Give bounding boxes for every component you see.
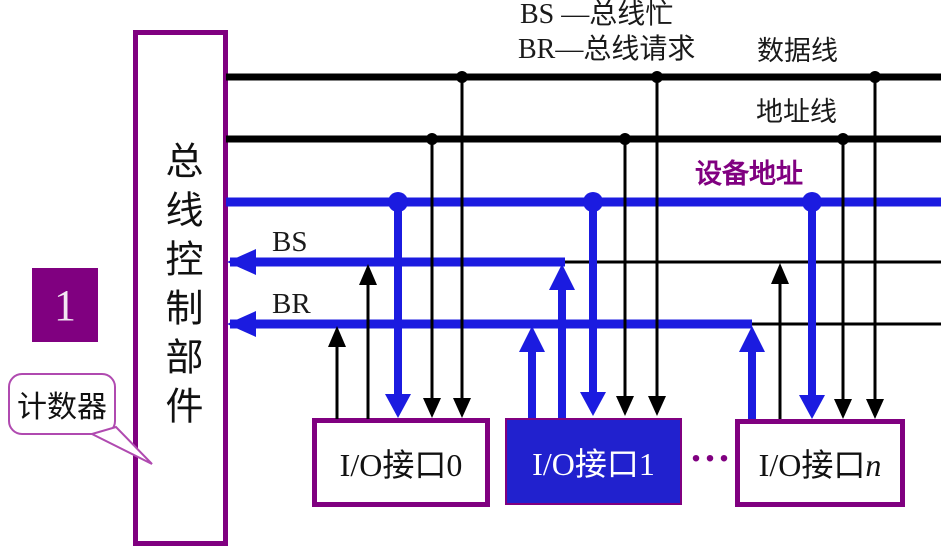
io1-address-down-arrowhead (616, 396, 634, 416)
io0-data-junction-dot (456, 71, 468, 83)
more-interfaces-ellipsis: ... (691, 425, 733, 470)
io1-data-junction-dot (651, 71, 663, 83)
address-bus-label: 地址线 (756, 97, 837, 127)
io-interface-n-box: I/O接口n (735, 419, 905, 507)
data-bus-label: 数据线 (757, 36, 838, 66)
io0-br-up-arrowhead (328, 326, 346, 347)
io0-device-address-junction-dot (388, 192, 408, 212)
io1-data-down-arrowhead (648, 396, 666, 416)
ion-device-address-junction-dot (802, 192, 822, 212)
bus-controller-box: 总线控制部件 (133, 30, 228, 546)
io0-data-down-arrowhead (453, 398, 471, 418)
ion-bs-up-arrowhead (771, 263, 789, 284)
io0-address-junction-dot (426, 133, 438, 145)
bs-signal-label: BS (272, 226, 308, 258)
io1-device-address-junction-dot (583, 192, 603, 212)
br-signal-label: BR (272, 288, 311, 320)
ion-device-address-down-arrowhead (799, 395, 825, 419)
io1-device-address-down-arrowhead (580, 392, 606, 416)
counter-callout: 计数器 (8, 373, 116, 435)
bs-arrowhead-to-controller (227, 249, 256, 275)
io1-br-up-arrowhead (519, 326, 545, 352)
legend-br: BR—总线请求 (518, 34, 696, 65)
io0-device-address-down-arrowhead (385, 394, 411, 418)
counter-label: 计数器 (17, 391, 107, 424)
br-arrowhead-to-controller (227, 311, 256, 337)
ion-address-down-arrowhead (834, 399, 852, 419)
ion-data-junction-dot (869, 71, 881, 83)
bus-controller-title: 总线控制部件 (159, 141, 201, 435)
io-interface-0-box: I/O接口0 (312, 418, 490, 507)
legend-bs: BS —总线忙 (520, 0, 674, 30)
io0-bs-up-arrowhead (359, 264, 377, 285)
io-interface-1-label: I/O接口1 (532, 445, 655, 482)
io1-address-junction-dot (619, 133, 631, 145)
io-interface-n-label: I/O接口n (758, 447, 882, 483)
ion-address-junction-dot (837, 133, 849, 145)
ion-data-down-arrowhead (866, 399, 884, 419)
ion-br-up-arrowhead (739, 326, 765, 352)
io-interface-0-label: I/O接口0 (339, 446, 463, 483)
counter-value: 1 (54, 280, 76, 330)
io-interface-1-box: I/O接口1 (505, 418, 682, 505)
counter-value-square: 1 (32, 268, 98, 342)
io0-address-down-arrowhead (423, 398, 441, 418)
device-address-label: 设备地址 (695, 159, 803, 189)
io1-bs-up-arrowhead (549, 264, 575, 290)
